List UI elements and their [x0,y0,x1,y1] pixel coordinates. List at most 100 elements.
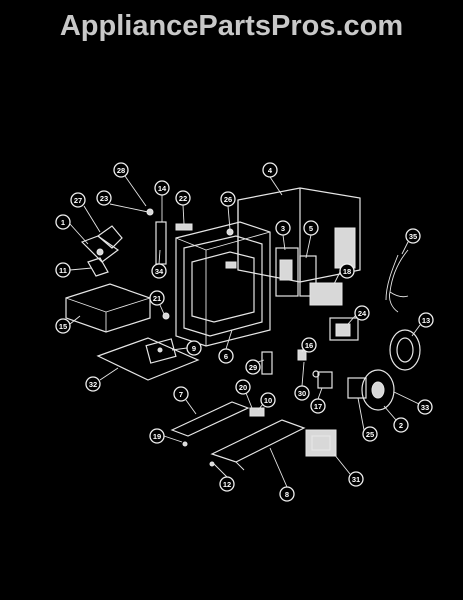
callout-number: 8 [285,490,289,499]
part-callout-6: 6 [218,348,234,364]
callout-number: 32 [89,380,97,389]
bottom-rails [170,401,306,471]
callout-circle [235,379,251,395]
callout-circle [245,359,261,375]
callout-number: 24 [358,309,367,318]
part-callout-24: 24 [354,305,370,321]
callout-number: 15 [59,322,67,331]
callout-circle [418,312,434,328]
callout-number: 6 [224,352,228,361]
part-callout-35: 35 [405,228,421,244]
part-callout-16: 16 [301,337,317,353]
blower-assembly [347,329,421,411]
callout-number: 21 [153,294,161,303]
part-callout-22: 22 [175,190,191,206]
callout-number: 7 [179,390,183,399]
callout-circle [310,398,326,414]
callout-circle [85,376,101,392]
part-callout-26: 26 [220,191,236,207]
callout-circle [186,340,202,356]
callout-circle [220,191,236,207]
part-callout-18: 18 [339,263,355,279]
stirrer-fan [80,225,123,277]
magnetron-transformer [309,282,359,341]
callout-number: 23 [100,194,108,203]
part-callout-17: 17 [310,398,326,414]
callout-number: 13 [422,316,430,325]
high-voltage-capacitor [305,429,337,457]
callout-number: 3 [281,224,285,233]
part-callout-15: 15 [55,318,71,334]
callout-number: 17 [314,402,322,411]
part-callout-3: 3 [275,220,291,236]
callout-circle [294,385,310,401]
site-watermark: AppliancePartsPros.com [59,10,404,42]
callout-circle [405,228,421,244]
part-callout-12: 12 [219,476,235,492]
callout-number: 4 [268,166,273,175]
callout-circle [149,428,165,444]
callout-circle [218,348,234,364]
callout-circle [303,220,319,236]
callout-circle [113,162,129,178]
part-callout-27: 27 [70,192,86,208]
callout-circle [354,305,370,321]
callout-number: 10 [264,396,272,405]
callout-number: 12 [223,480,231,489]
part-callout-29: 29 [245,359,261,375]
part-callout-30: 30 [294,385,310,401]
part-callout-28: 28 [113,162,129,178]
callout-number: 27 [74,196,82,205]
part-callout-1: 1 [55,214,71,230]
part-callout-7: 7 [173,386,189,402]
callout-circle [70,192,86,208]
callout-number: 2 [399,421,403,430]
hinge-bracket [145,338,177,364]
callout-number: 19 [153,432,161,441]
part-callout-21: 21 [149,290,165,306]
callout-circle [96,190,112,206]
part-callout-10: 10 [260,392,276,408]
callout-circle [173,386,189,402]
callout-number: 5 [309,224,313,233]
callout-circle [175,190,191,206]
callout-circle [275,220,291,236]
part-callout-5: 5 [303,220,319,236]
part-callout-4: 4 [262,162,278,178]
control-board [275,247,317,297]
callout-circle [219,476,235,492]
callout-number: 26 [224,195,232,204]
part-callout-11: 11 [55,262,71,278]
callout-circle [55,214,71,230]
callout-circle [348,471,364,487]
callout-number: 14 [158,184,167,193]
oven-cavity [175,221,271,347]
callout-circle [417,399,433,415]
callout-circle [260,392,276,408]
callout-number: 29 [249,363,257,372]
part-callout-31: 31 [348,471,364,487]
part-callout-2: 2 [393,417,409,433]
callout-number: 34 [155,267,164,276]
part-callout-9: 9 [186,340,202,356]
callout-number: 28 [117,166,125,175]
part-callout-19: 19 [149,428,165,444]
part-callout-8: 8 [279,486,295,502]
callout-number: 20 [239,383,247,392]
callout-circle [262,162,278,178]
callout-circle [301,337,317,353]
part-callout-34: 34 [151,263,167,279]
callout-circle [149,290,165,306]
bottom-plate [96,337,200,381]
wire-harness [385,249,409,313]
callout-circle [154,180,170,196]
callout-circle [393,417,409,433]
callout-number: 25 [366,430,374,439]
base-tray [65,283,151,333]
callout-number: 16 [305,341,313,350]
part-callout-32: 32 [85,376,101,392]
outer-case-wrapper [237,187,361,283]
callout-circle [339,263,355,279]
